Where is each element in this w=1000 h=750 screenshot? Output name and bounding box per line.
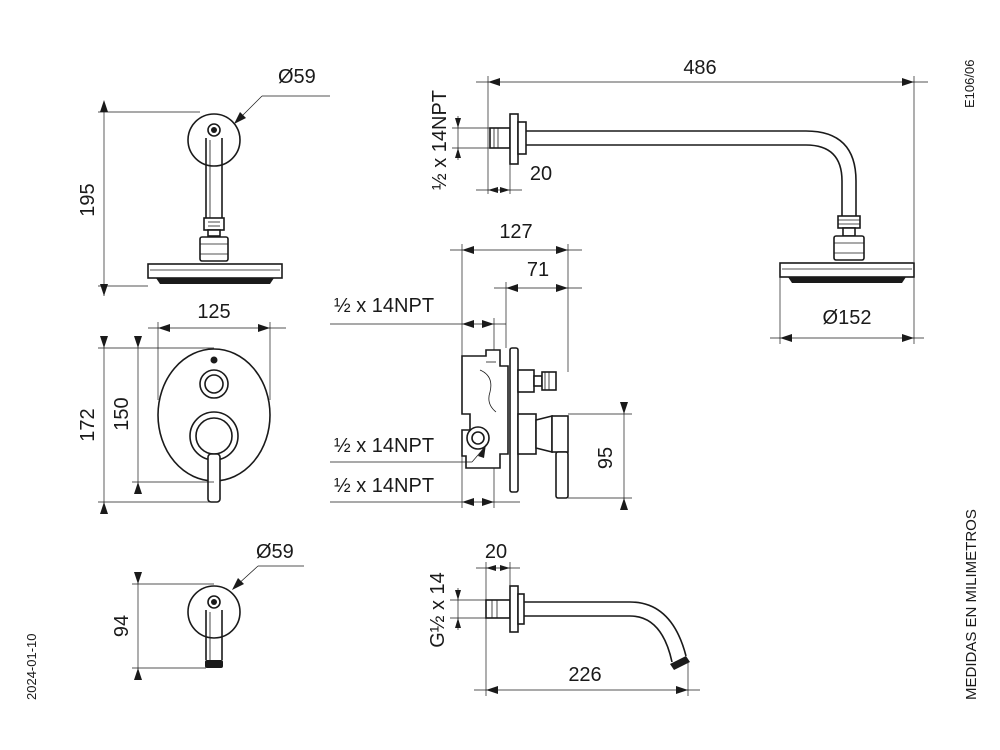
flange-screw-head [211, 127, 217, 133]
arm-flange [509, 113, 519, 165]
shower-arm-thread: ½ x 14NPT [429, 90, 451, 190]
mixer-lever [207, 453, 221, 503]
spout-front-view: 94 Ø59 [111, 541, 304, 680]
mixer-front-view: 125 172 150 [77, 301, 286, 514]
shower-arm-side-view: 486 ½ x 14NPT 20 Ø152 [429, 57, 928, 344]
mixer-plate-width: 125 [197, 301, 230, 323]
spout-side-view: G½ x 14 20 226 [427, 541, 700, 696]
arm-thread [489, 127, 511, 149]
diverter-knob [199, 369, 229, 399]
mixer-valve-depth: 71 [527, 259, 549, 281]
units-note: MEDIDAS EN MILIMETROS [963, 509, 980, 700]
handle-base-side [517, 413, 537, 455]
valve-body [461, 349, 509, 469]
drawing-code: E106/06 [962, 60, 977, 108]
nozzle-face [156, 278, 274, 284]
ball-joint-side [833, 235, 865, 261]
wall-plate-side [509, 347, 519, 493]
spout-aerator [205, 660, 223, 668]
mixer-plate-height: 172 [77, 408, 99, 441]
mixer-thread-bottom: ½ x 14NPT [334, 475, 434, 497]
shower-head-flange-diameter: Ø59 [278, 66, 316, 88]
spout-flange [187, 585, 241, 639]
wall-flange [187, 113, 241, 167]
shower-head-side [779, 262, 915, 278]
shower-arm-length: 486 [683, 57, 716, 79]
mixer-screw [210, 356, 218, 364]
spout-height: 94 [111, 615, 133, 637]
spout-thread-label: G½ x 14 [427, 572, 449, 648]
ball-joint [199, 236, 229, 262]
mixer-lever-side [555, 451, 569, 499]
outlet-ring [466, 426, 490, 450]
mixer-side-view: 127 71 ½ x 14NPT ½ x 14NPT ½ x 14NPT 95 [330, 221, 632, 510]
spout-flange-diameter: Ø59 [256, 541, 294, 563]
mixer-total-depth: 127 [499, 221, 532, 243]
spout-length: 226 [568, 664, 601, 686]
mixer-handle-base [189, 411, 239, 461]
spout-thread-length: 20 [485, 541, 507, 563]
mixer-handle-height: 95 [595, 447, 617, 469]
shower-head-body [147, 263, 283, 279]
mixer-thread-top: ½ x 14NPT [334, 295, 434, 317]
diverter-base [517, 369, 535, 393]
flange-screw [207, 123, 221, 137]
mixer-plate-inner-height: 150 [111, 397, 133, 430]
arm-nut-side [837, 215, 861, 229]
spout-flange-side [509, 585, 519, 633]
mixer-thread-mid: ½ x 14NPT [334, 435, 434, 457]
drawing-date: 2024-01-10 [24, 634, 39, 701]
spout-tip [670, 656, 690, 670]
spout-thread [485, 599, 511, 619]
shower-head-diameter: Ø152 [823, 307, 872, 329]
shower-head-height: 195 [77, 183, 99, 216]
handle-cap-side [551, 415, 569, 453]
arm-nut [203, 217, 225, 231]
shower-head-front-view: 195 Ø59 [77, 66, 330, 296]
shower-arm-thread-length: 20 [530, 163, 552, 185]
